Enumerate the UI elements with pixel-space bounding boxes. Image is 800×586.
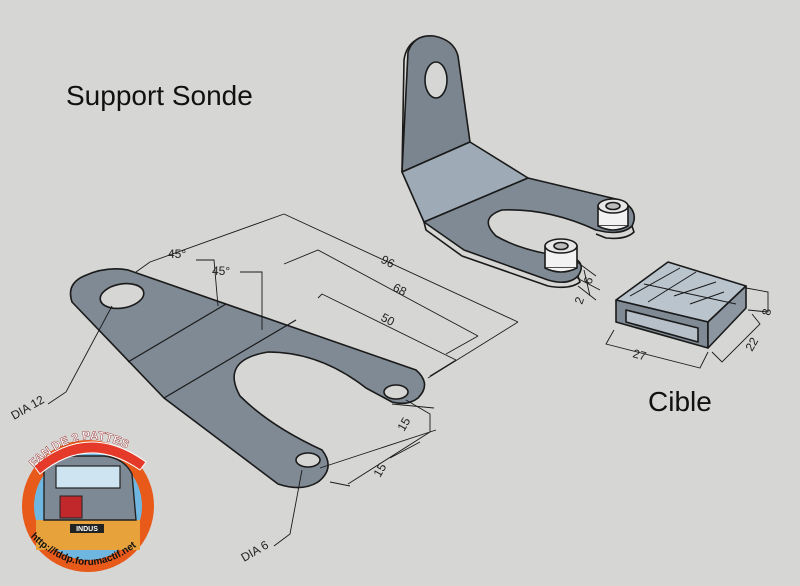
dim-plate-thickness: 2 xyxy=(572,295,588,306)
logo-plate-text: INDUS xyxy=(76,526,98,533)
dim-length-68: 68 xyxy=(391,280,410,299)
logo-car-red-panel xyxy=(59,495,83,519)
flat-small-hole-upper xyxy=(383,384,409,400)
target-block xyxy=(615,261,747,349)
dim-target-height: 8 xyxy=(759,307,774,316)
flat-dims xyxy=(47,213,519,547)
dim-spacing-1: 15 xyxy=(394,415,413,434)
support-title: Support Sonde xyxy=(66,80,253,111)
dim-target-width: 22 xyxy=(742,335,761,354)
flat-small-hole-lower xyxy=(295,452,321,468)
flat-pattern xyxy=(69,268,426,489)
logo-title-banner xyxy=(33,441,147,475)
target-slot xyxy=(625,309,699,343)
dim-dia-12: DIA 12 xyxy=(9,392,47,422)
fold-line-2 xyxy=(163,319,297,399)
bracket-arm-thickness xyxy=(423,221,581,289)
bracket-3d xyxy=(401,35,636,289)
forum-logo: INDUS FAN DE 2 PATTES http://fddp.foruma… xyxy=(22,428,154,572)
dim-angle-1: 45° xyxy=(168,247,186,261)
dim-spacer-height: 6 xyxy=(581,275,597,286)
bracket-small-dims xyxy=(576,261,601,301)
target-title: Cible xyxy=(648,386,712,417)
dim-length-96: 96 xyxy=(379,252,398,271)
logo-windshield xyxy=(55,465,121,489)
dim-spacing-2: 15 xyxy=(370,461,389,480)
bracket-spacer-rear xyxy=(597,198,629,231)
dim-length-50: 50 xyxy=(379,310,398,329)
target-dims xyxy=(605,287,769,369)
flat-plate xyxy=(69,268,426,489)
logo-plate xyxy=(70,524,104,533)
bracket-tab-edge xyxy=(401,39,417,173)
bracket-vertical-tab xyxy=(401,35,471,173)
flat-large-hole xyxy=(99,282,145,310)
bracket-large-hole xyxy=(424,61,448,99)
dim-dia-6: DIA 6 xyxy=(239,538,272,565)
dim-angle-2: 45° xyxy=(212,264,230,278)
dim-target-length: 27 xyxy=(631,346,648,363)
bracket-spacer-front xyxy=(544,238,578,273)
target-side xyxy=(707,285,747,349)
fold-line-1 xyxy=(127,303,227,363)
